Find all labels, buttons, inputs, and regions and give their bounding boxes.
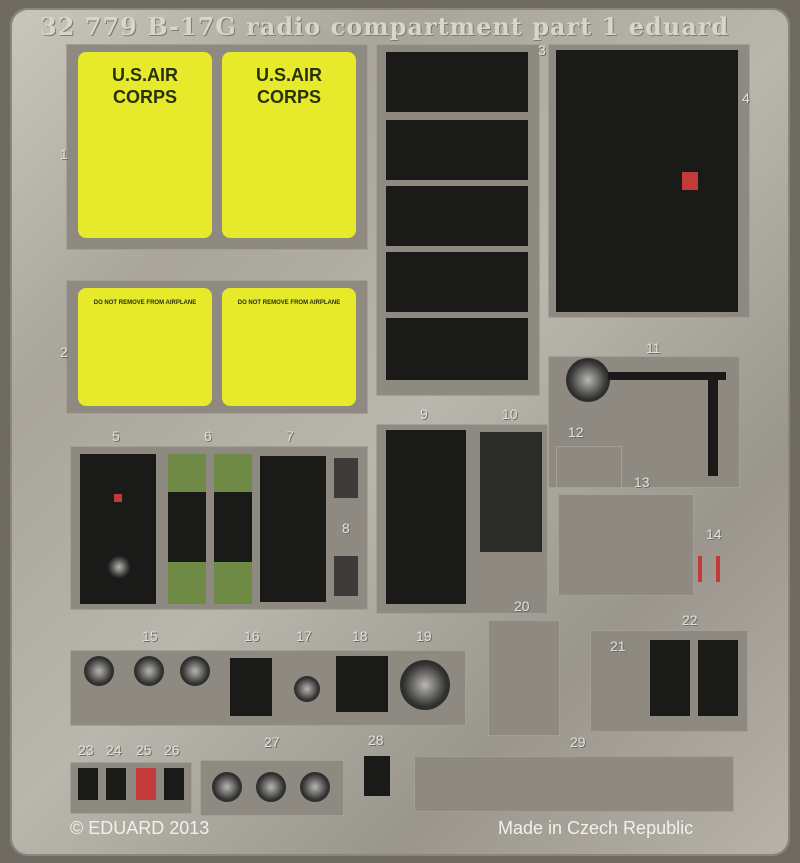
- part-25-panel: [136, 768, 156, 800]
- part-number-28: 28: [368, 732, 384, 748]
- part-22-panel-left: [650, 640, 690, 716]
- part-12-frame: [556, 446, 622, 488]
- part-number-16: 16: [244, 628, 260, 644]
- part-22-panel-right: [698, 640, 738, 716]
- part-number-5: 5: [112, 428, 120, 444]
- part-5-red-detail: [114, 494, 122, 502]
- part-number-25: 25: [136, 742, 152, 758]
- fret-title: 32 779 B-17G radio compartment part 1 ed…: [40, 12, 730, 41]
- part-number-11: 11: [646, 340, 661, 356]
- air-corps-label-left: U.S.AIR CORPS: [111, 65, 178, 107]
- part-8-bottom-bracket: [334, 556, 358, 596]
- part-number-6: 6: [204, 428, 212, 444]
- transmitter-panel: [556, 50, 738, 312]
- part-11-wheel: [566, 358, 610, 402]
- part-6-left-center: [168, 492, 206, 562]
- part-5-panel: [80, 454, 156, 604]
- air-corps-placard-right: U.S.AIR CORPS: [222, 52, 356, 238]
- part-number-9: 9: [420, 406, 428, 422]
- part-number-15: 15: [142, 628, 158, 644]
- part-14-red-fitting-1: [698, 556, 702, 582]
- part-number-24: 24: [106, 742, 122, 758]
- remove-placard-right: DO NOT REMOVE FROM AIRPLANE: [222, 288, 356, 406]
- remove-placard-left: DO NOT REMOVE FROM AIRPLANE: [78, 288, 212, 406]
- part-number-3: 3: [538, 42, 546, 58]
- part-9-panel: [386, 430, 466, 604]
- part-number-27: 27: [264, 734, 280, 750]
- part-number-29: 29: [570, 734, 586, 750]
- part-number-2: 2: [60, 344, 68, 360]
- part-14-red-fitting-2: [716, 556, 720, 582]
- part-number-22: 22: [682, 612, 698, 628]
- transmitter-red-detail: [682, 172, 698, 190]
- part-26-panel: [164, 768, 184, 800]
- radio-panel-2: [386, 120, 528, 180]
- part-number-18: 18: [352, 628, 368, 644]
- part-7-panel: [260, 456, 326, 602]
- part-20-frame: [488, 620, 560, 736]
- remove-label-left: DO NOT REMOVE FROM AIRPLANE: [93, 300, 197, 306]
- part-19-dial: [400, 660, 450, 710]
- part-8-top-bracket: [334, 458, 358, 498]
- part-number-21: 21: [610, 638, 626, 654]
- part-28-panel: [364, 756, 390, 796]
- part-number-4: 4: [742, 90, 750, 106]
- copyright-text: © EDUARD 2013: [70, 818, 210, 838]
- part-10-grid: [480, 432, 542, 552]
- air-corps-label-right: U.S.AIR CORPS: [255, 65, 322, 107]
- air-corps-placard-left: U.S.AIR CORPS: [78, 52, 212, 238]
- part-number-1: 1: [60, 146, 68, 162]
- part-23-panel: [78, 768, 98, 800]
- part-number-13: 13: [634, 474, 650, 490]
- part-number-26: 26: [164, 742, 180, 758]
- part-17-gauge: [294, 676, 320, 702]
- radio-panel-1: [386, 52, 528, 112]
- part-number-19: 19: [416, 628, 432, 644]
- part-5-knob: [108, 556, 130, 578]
- radio-panel-3: [386, 186, 528, 246]
- part-29-frame: [414, 756, 734, 812]
- part-15-dial-1: [84, 656, 114, 686]
- part-11-arm: [608, 372, 726, 380]
- part-number-8: 8: [342, 520, 350, 536]
- part-27-gauge-1: [212, 772, 242, 802]
- part-27-gauge-2: [256, 772, 286, 802]
- part-number-20: 20: [514, 598, 530, 614]
- origin-text: Made in Czech Republic: [498, 818, 694, 838]
- radio-panel-4: [386, 252, 528, 312]
- part-number-23: 23: [78, 742, 94, 758]
- part-6-right-center: [214, 492, 252, 562]
- part-13-frame: [558, 494, 694, 596]
- radio-panel-5: [386, 318, 528, 380]
- part-16-panel: [230, 658, 272, 716]
- part-number-17: 17: [296, 628, 312, 644]
- part-number-12: 12: [568, 424, 584, 440]
- remove-label-right: DO NOT REMOVE FROM AIRPLANE: [237, 300, 341, 306]
- part-15-dial-3: [180, 656, 210, 686]
- part-15-dial-2: [134, 656, 164, 686]
- part-11-leg: [708, 372, 718, 476]
- part-number-7: 7: [286, 428, 294, 444]
- part-18-panel: [336, 656, 388, 712]
- part-number-10: 10: [502, 406, 518, 422]
- part-27-gauge-3: [300, 772, 330, 802]
- part-number-14: 14: [706, 526, 722, 542]
- part-24-panel: [106, 768, 126, 800]
